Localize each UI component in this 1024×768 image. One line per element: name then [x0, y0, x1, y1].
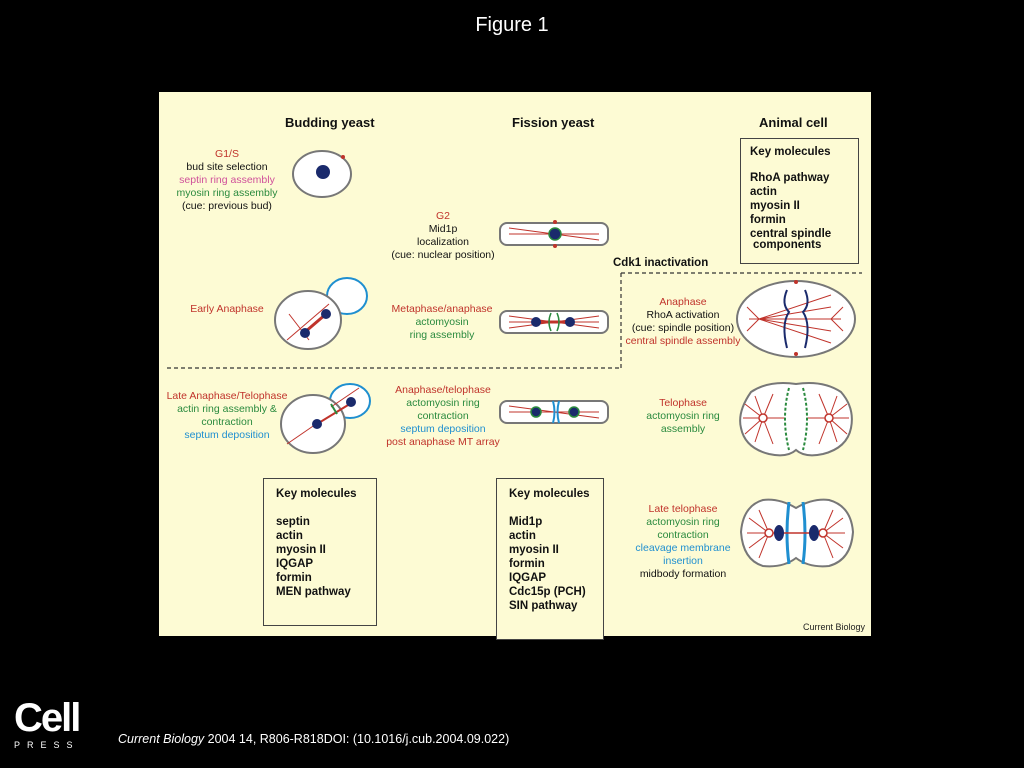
fission-meta-line2: actomyosin: [415, 316, 469, 328]
citation-details: 2004 14, R806-R818DOI: (10.1016/j.cub.20…: [204, 732, 510, 746]
animal-telophase-stage: Telophase: [659, 397, 707, 409]
animal-late-line4: cleavage membrane: [635, 542, 731, 554]
fission-g2-line4: (cue: nuclear position): [391, 249, 495, 261]
fission-meta-stage: Metaphase/anaphase: [391, 303, 493, 315]
budding-g1s-line5: (cue: previous bud): [182, 200, 272, 212]
animal-key-item: central spindle: [750, 228, 832, 240]
budding-late-anaphase-cell: [280, 383, 371, 454]
fission-g2-label: G2 Mid1p localization (cue: nuclear posi…: [381, 210, 505, 262]
fission-telophase-cell: [499, 400, 609, 424]
column-header-animal: Animal cell: [759, 115, 828, 130]
column-header-fission: Fission yeast: [512, 115, 595, 130]
budding-late-stage: Late Anaphase/Telophase: [166, 390, 288, 402]
budding-g1s-stage: G1/S: [215, 148, 239, 160]
animal-late-line3: contraction: [657, 529, 709, 541]
fission-key-item: IQGAP: [509, 572, 547, 584]
animal-key-item: formin: [750, 214, 786, 226]
animal-anaphase-line3: (cue: spindle position): [631, 322, 735, 334]
column-header-budding: Budding yeast: [285, 115, 375, 130]
budding-late-line2: actin ring assembly &: [177, 403, 277, 415]
fission-key-item: Cdc15p (PCH): [509, 586, 586, 598]
fission-telo-line4: septum deposition: [400, 423, 486, 435]
budding-g1s-label: G1/S bud site selection septin ring asse…: [167, 148, 287, 213]
animal-key-item: actin: [750, 186, 777, 198]
citation-journal: Current Biology: [118, 732, 205, 746]
budding-key-item: IQGAP: [276, 558, 314, 570]
fission-metaphase-cell: [499, 310, 609, 334]
budding-late-line4: septum deposition: [184, 429, 270, 441]
animal-late-stage: Late telophase: [648, 503, 718, 515]
animal-anaphase-stage: Anaphase: [659, 296, 707, 308]
cell-logo-word: Cell: [14, 696, 81, 740]
fission-key-item: Mid1p: [509, 516, 543, 528]
budding-key-item: actin: [276, 530, 303, 542]
panel-credit: Current Biology: [802, 622, 865, 632]
fission-g2-line3: localization: [417, 236, 469, 248]
budding-key-item: septin: [276, 516, 310, 528]
budding-late-line3: contraction: [201, 416, 253, 428]
budding-early-label: Early Anaphase: [190, 303, 264, 315]
animal-anaphase-label: Anaphase RhoA activation (cue: spindle p…: [621, 296, 745, 348]
diagram-drawings: [167, 150, 862, 568]
fission-key-item: myosin II: [509, 544, 559, 556]
budding-key-molecules-box: Key molecules septin actin myosin II IQG…: [263, 478, 377, 626]
budding-g1s-line3: septin ring assembly: [179, 174, 275, 186]
citation: Current Biology 2004 14, R806-R818DOI: (…: [118, 732, 509, 746]
animal-anaphase-cell: [736, 280, 856, 358]
animal-late-line6: midbody formation: [639, 568, 727, 580]
figure-title: Figure 1: [475, 14, 549, 36]
cell-press-logo: Cell PRESS: [14, 696, 81, 750]
animal-telophase-line3: assembly: [660, 423, 706, 435]
animal-key-item: RhoA pathway: [750, 172, 830, 184]
animal-key-title: Key molecules: [750, 146, 831, 158]
budding-g1s-line2: bud site selection: [186, 161, 268, 173]
budding-key-item: myosin II: [276, 544, 326, 556]
fission-key-item: actin: [509, 530, 536, 542]
budding-late-label: Late Anaphase/Telophase actin ring assem…: [161, 390, 293, 442]
fission-telo-line3: contraction: [417, 410, 469, 422]
animal-late-line5: insertion: [663, 555, 703, 567]
fission-key-item: formin: [509, 558, 545, 570]
animal-telophase-cell: [739, 382, 853, 457]
animal-key-item: components: [753, 239, 822, 251]
budding-key-title: Key molecules: [276, 488, 357, 500]
fission-telo-line2: actomyosin ring: [406, 397, 480, 409]
fission-g2-stage: G2: [435, 210, 450, 222]
fission-key-item: SIN pathway: [509, 600, 578, 612]
animal-late-telophase-label: Late telophase actomyosin ring contracti…: [625, 503, 741, 581]
budding-key-item: MEN pathway: [276, 586, 351, 598]
fission-g2-line2: Mid1p: [428, 223, 458, 235]
fission-g2-cell: [499, 220, 609, 248]
animal-late-line2: actomyosin ring: [646, 516, 720, 528]
animal-late-telophase-cell: [739, 498, 855, 568]
animal-anaphase-line2: RhoA activation: [646, 309, 720, 321]
fission-meta-line3: ring assembly: [409, 329, 475, 341]
fission-telo-stage: Anaphase/telophase: [395, 384, 491, 396]
budding-g1s-line4: myosin ring assembly: [176, 187, 278, 199]
animal-key-item: myosin II: [750, 200, 800, 212]
fission-key-title: Key molecules: [509, 488, 590, 500]
fission-meta-label: Metaphase/anaphase actomyosin ring assem…: [383, 303, 501, 342]
fission-telo-line5: post anaphase MT array: [386, 436, 500, 448]
budding-g1s-cell: [292, 150, 352, 198]
fission-telo-label: Anaphase/telophase actomyosin ring contr…: [381, 384, 505, 449]
budding-early-anaphase-cell: [274, 277, 368, 350]
figure-panel: Budding yeast Fission yeast Animal cell …: [159, 92, 871, 640]
animal-telophase-label: Telophase actomyosin ring assembly: [629, 397, 737, 436]
animal-telophase-line2: actomyosin ring: [646, 410, 720, 422]
cdk1-inactivation-label: Cdk1 inactivation: [613, 257, 709, 269]
animal-anaphase-line4: central spindle assembly: [625, 335, 741, 347]
budding-key-item: formin: [276, 572, 312, 584]
animal-key-molecules-box: Key molecules RhoA pathway actin myosin …: [740, 138, 859, 264]
fission-key-molecules-box: Key molecules Mid1p actin myosin II form…: [496, 478, 604, 640]
cell-logo-press: PRESS: [14, 740, 80, 750]
